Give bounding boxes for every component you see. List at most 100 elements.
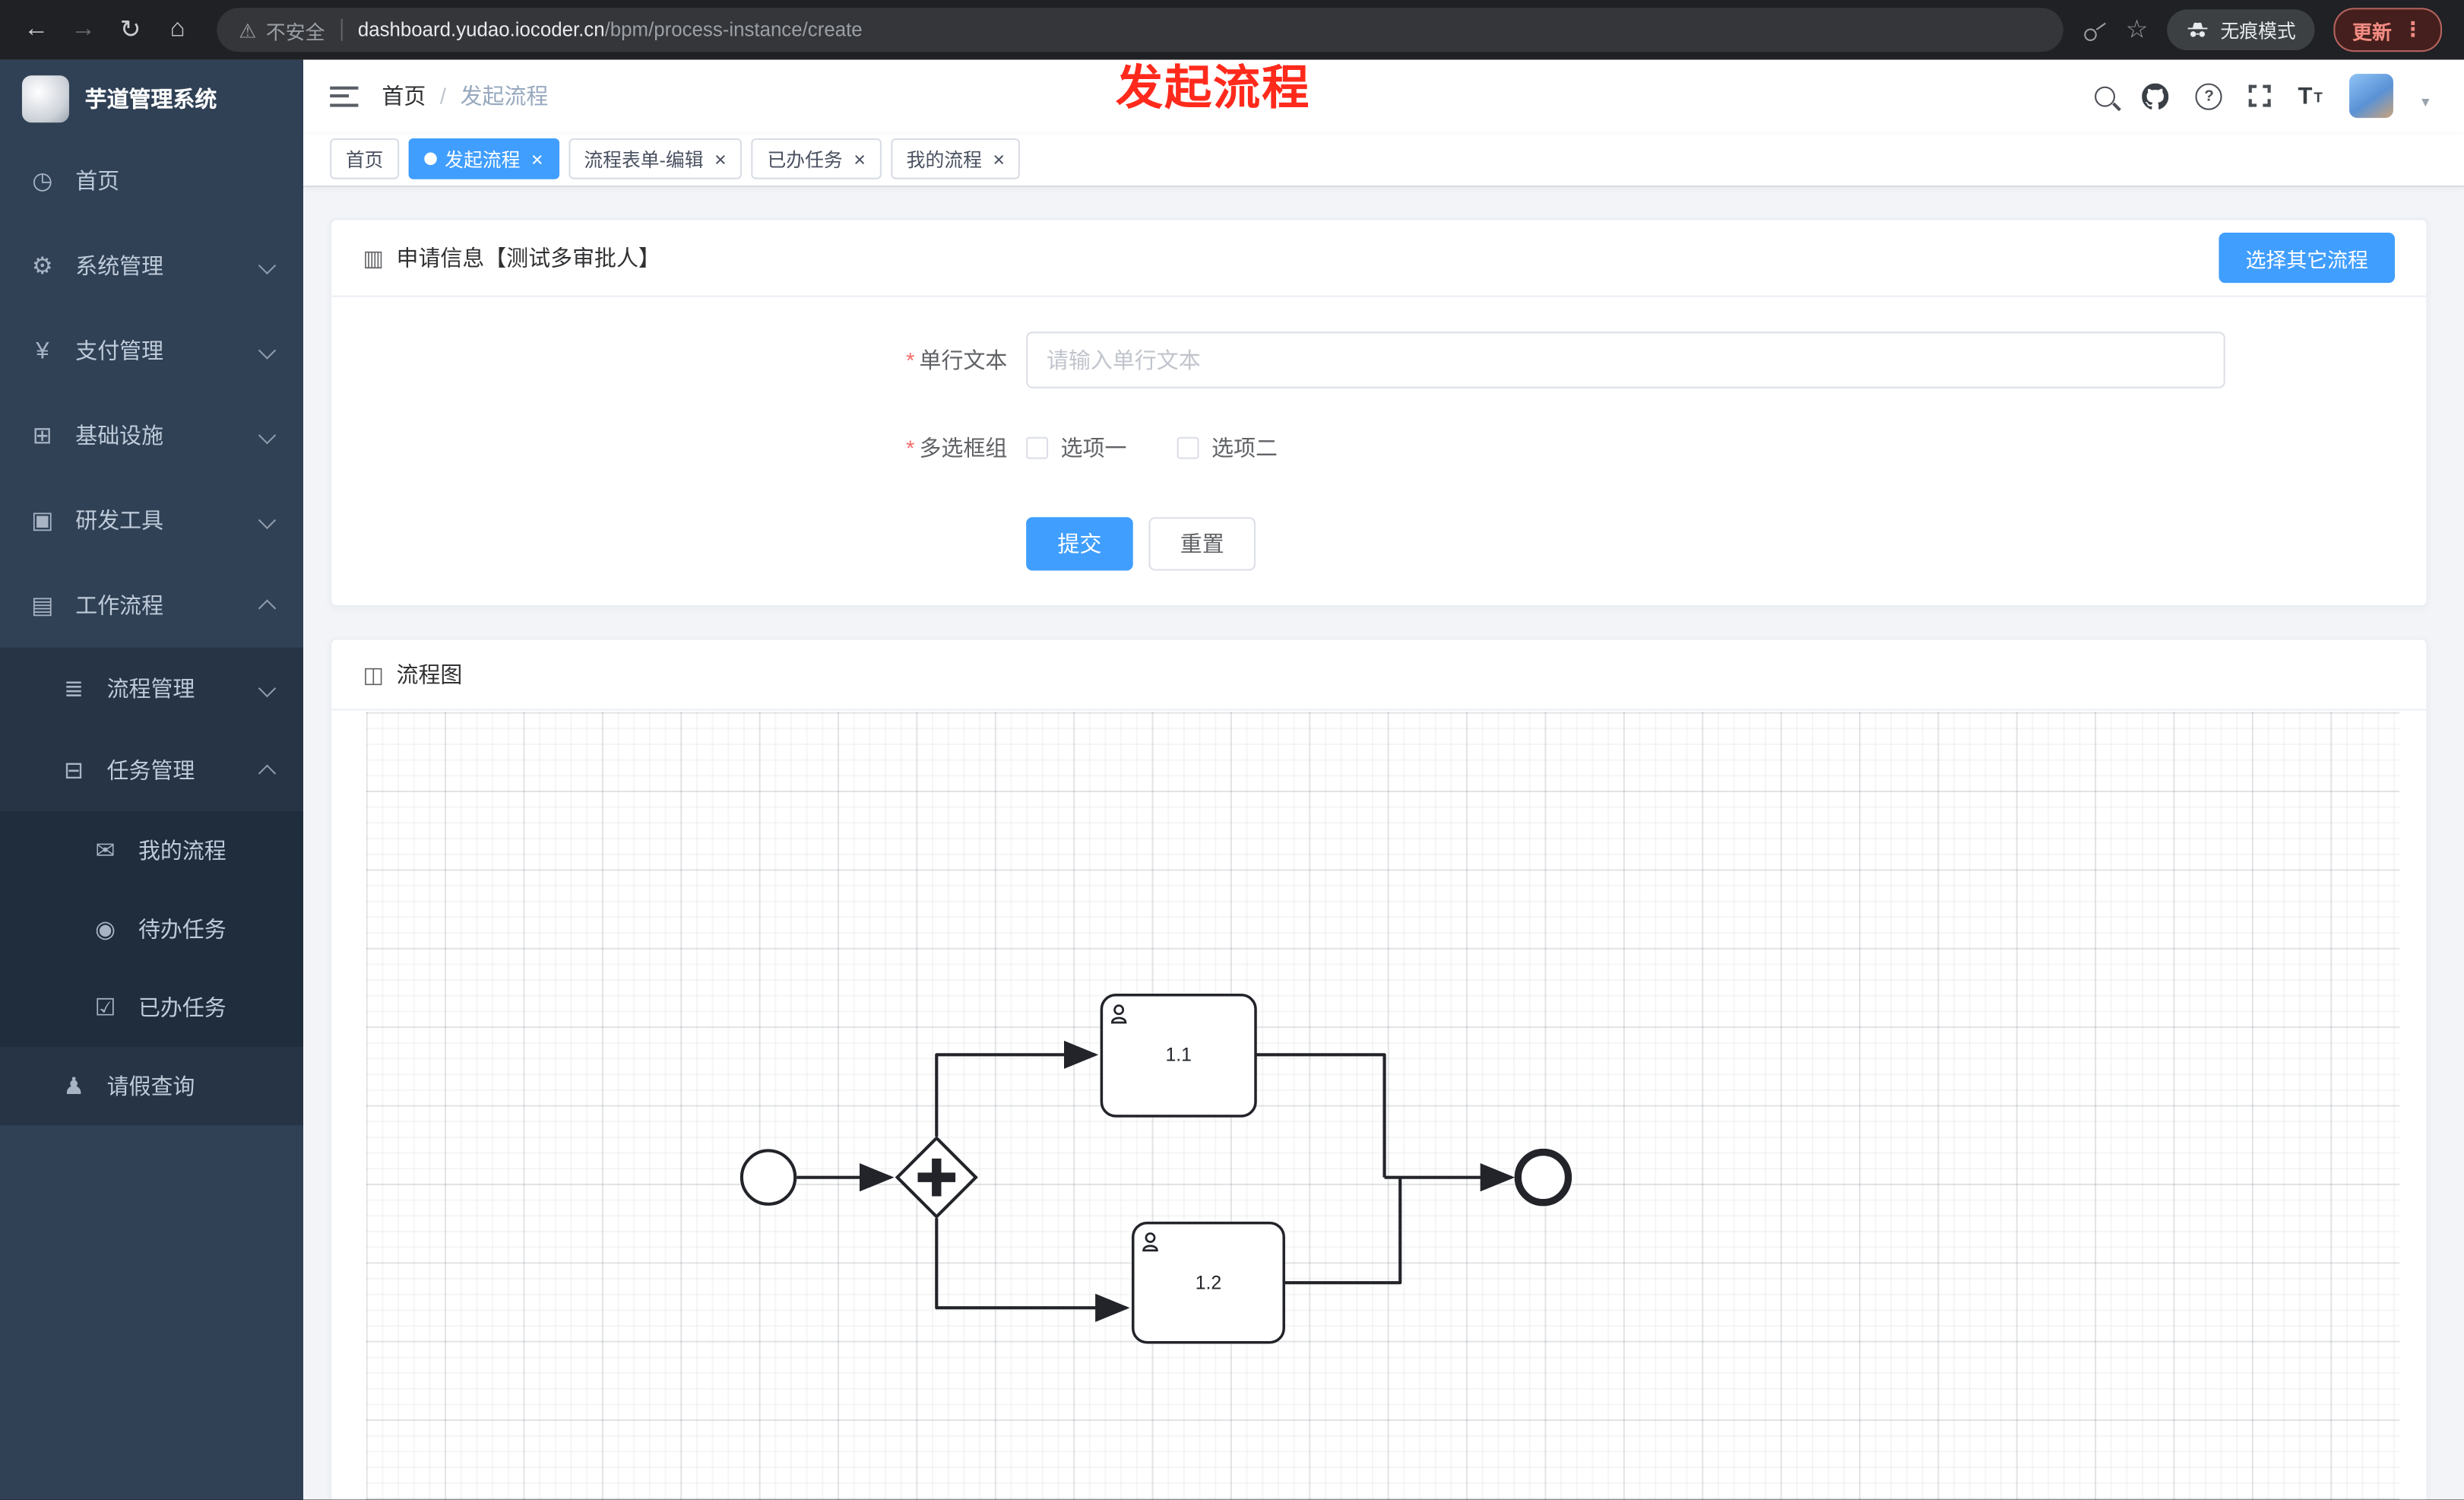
app-logo-row[interactable]: 芋道管理系统 xyxy=(0,60,303,138)
password-key-icon[interactable] xyxy=(2082,22,2107,38)
apply-form: *单行文本 *多选框组 选项一 xyxy=(331,297,2426,605)
sidebar-item-my-process[interactable]: ✉ 我的流程 xyxy=(0,810,304,890)
yen-icon: ¥ xyxy=(36,337,49,364)
browser-home-icon[interactable]: ⌂ xyxy=(169,15,185,43)
flow-gateway-to-task1[interactable] xyxy=(935,1040,1099,1137)
sidebar-item-task-management[interactable]: ⊟ 任务管理 xyxy=(0,729,304,811)
task-management-icon: ⊟ xyxy=(64,757,84,785)
sidebar-item-done-task[interactable]: ☑ 已办任务 xyxy=(0,968,304,1048)
process-diagram-card: ◫ 流程图 xyxy=(330,638,2428,1500)
done-icon: ☑ xyxy=(94,994,116,1022)
infrastructure-icon: ⊞ xyxy=(32,423,52,450)
sidebar-item-label: 我的流程 xyxy=(138,838,226,864)
sidebar-item-label: 工作流程 xyxy=(75,592,164,618)
checkbox-option-label: 选项一 xyxy=(1060,435,1127,461)
reset-button[interactable]: 重置 xyxy=(1148,517,1256,571)
required-mark: * xyxy=(906,435,915,461)
tab-done-task[interactable]: 已办任务 × xyxy=(751,138,882,179)
search-icon[interactable] xyxy=(2095,85,2116,106)
sidebar-item-label: 已办任务 xyxy=(138,994,226,1020)
tab-home[interactable]: 首页 xyxy=(330,138,400,179)
browser-chrome: ← → ↻ ⌂ ⚠ 不安全 dashboard.yudao.iocoder.cn… xyxy=(0,0,2464,60)
bpmn-canvas[interactable]: 1.1 1.2 xyxy=(366,712,2400,1500)
single-line-text-input[interactable] xyxy=(1026,331,2225,388)
tab-close-icon[interactable]: × xyxy=(530,147,543,171)
browser-forward-icon[interactable]: → xyxy=(71,15,97,43)
tab-close-icon[interactable]: × xyxy=(714,147,727,171)
devtools-icon: ▣ xyxy=(31,507,54,534)
sidebar-item-label: 基础设施 xyxy=(75,423,164,449)
sidebar-item-workflow[interactable]: ▤ 工作流程 xyxy=(0,563,303,648)
tab-close-icon[interactable]: × xyxy=(993,147,1006,171)
page-content: ▥ 申请信息【测试多审批人】 选择其它流程 *单行文本 xyxy=(303,187,2464,1500)
tab-close-icon[interactable]: × xyxy=(854,147,866,171)
required-mark: * xyxy=(906,347,915,373)
address-bar[interactable]: ⚠ 不安全 dashboard.yudao.iocoder.cn /bpm/pr… xyxy=(217,8,2063,52)
avatar[interactable] xyxy=(2348,74,2393,119)
sidebar-item-system-management[interactable]: ⚙ 系统管理 xyxy=(0,224,303,309)
sidebar: 芋道管理系统 ◷ 首页 ⚙ 系统管理 ¥ 支付管理 ⊞ 基础设施 xyxy=(0,59,304,1500)
text-field-label: *单行文本 xyxy=(906,347,1008,373)
breadcrumb: 首页 / 发起流程 xyxy=(382,80,548,111)
checkbox-box[interactable] xyxy=(1177,436,1199,459)
checkbox-box[interactable] xyxy=(1026,436,1049,459)
fullscreen-icon[interactable] xyxy=(2249,84,2272,107)
sidebar-item-devtools[interactable]: ▣ 研发工具 xyxy=(0,478,303,563)
sidebar-item-process-management[interactable]: ≣ 流程管理 xyxy=(0,647,304,730)
breadcrumb-home[interactable]: 首页 xyxy=(382,83,426,109)
choose-other-process-button[interactable]: 选择其它流程 xyxy=(2219,233,2396,284)
tab-my-process[interactable]: 我的流程 × xyxy=(890,138,1021,179)
avatar-caret-icon[interactable]: ▾ xyxy=(2421,94,2430,112)
security-label: 不安全 xyxy=(265,21,325,43)
user-task-1[interactable]: 1.1 xyxy=(1100,994,1257,1118)
browser-reload-icon[interactable]: ↻ xyxy=(119,17,141,44)
omnibox-divider xyxy=(340,18,343,41)
url-path: /bpm/process-instance/create xyxy=(604,18,863,41)
browser-back-icon[interactable]: ← xyxy=(24,15,49,43)
flow-task1-to-merge[interactable] xyxy=(1256,1053,1386,1178)
update-label: 更新 xyxy=(2352,21,2392,43)
sidebar-item-home[interactable]: ◷ 首页 xyxy=(0,138,303,224)
update-browser-button[interactable]: 更新 ⋮ xyxy=(2333,8,2443,52)
start-event[interactable] xyxy=(740,1149,797,1206)
user-task-2[interactable]: 1.2 xyxy=(1131,1221,1285,1344)
sidebar-item-infrastructure[interactable]: ⊞ 基础设施 xyxy=(0,393,303,478)
page-annotation: 发起流程 xyxy=(1115,62,1311,115)
sidebar-item-leave-query[interactable]: ♟ 请假查询 xyxy=(0,1047,304,1126)
breadcrumb-current: 发起流程 xyxy=(460,83,549,109)
flow-task2-to-merge[interactable] xyxy=(1284,1177,1402,1285)
checkbox-option-1[interactable]: 选项一 xyxy=(1026,433,1126,464)
sidebar-item-payment-management[interactable]: ¥ 支付管理 xyxy=(0,308,303,393)
incognito-icon xyxy=(2187,21,2208,36)
tab-label: 我的流程 xyxy=(906,148,982,171)
checkbox-group: 选项一 选项二 xyxy=(1026,433,1278,464)
chat-icon: ✉ xyxy=(95,838,116,865)
browser-menu-icon[interactable]: ⋮ xyxy=(2402,17,2424,41)
github-icon[interactable] xyxy=(2142,82,2169,109)
checkbox-field-label: *多选框组 xyxy=(906,435,1008,461)
flow-gateway-to-task2[interactable] xyxy=(935,1218,1130,1322)
plus-icon xyxy=(917,1158,956,1197)
chevron-down-icon xyxy=(258,679,277,698)
security-chip[interactable]: ⚠ 不安全 xyxy=(239,15,325,45)
apply-info-card-header: ▥ 申请信息【测试多审批人】 选择其它流程 xyxy=(331,220,2427,297)
submit-button[interactable]: 提交 xyxy=(1026,517,1133,571)
bookmark-star-icon[interactable]: ☆ xyxy=(2125,17,2149,44)
app-title: 芋道管理系统 xyxy=(84,86,217,112)
chevron-down-icon xyxy=(258,511,277,530)
sidebar-item-todo-task[interactable]: ◉ 待办任务 xyxy=(0,890,304,969)
checkbox-option-2[interactable]: 选项二 xyxy=(1177,433,1278,464)
help-icon[interactable]: ? xyxy=(2196,82,2223,109)
parallel-gateway[interactable] xyxy=(895,1136,978,1219)
apply-info-title: 申请信息【测试多审批人】 xyxy=(396,245,660,271)
chevron-down-icon xyxy=(258,256,277,275)
chevron-down-icon xyxy=(258,341,277,360)
end-event[interactable] xyxy=(1514,1148,1572,1207)
sidebar-collapse-icon[interactable] xyxy=(330,85,359,106)
tab-process-form-edit[interactable]: 流程表单-编辑 × xyxy=(568,138,743,179)
url-domain: dashboard.yudao.iocoder.cn xyxy=(357,18,605,41)
process-management-icon: ≣ xyxy=(64,676,84,703)
tab-start-process[interactable]: 发起流程 × xyxy=(408,138,559,179)
